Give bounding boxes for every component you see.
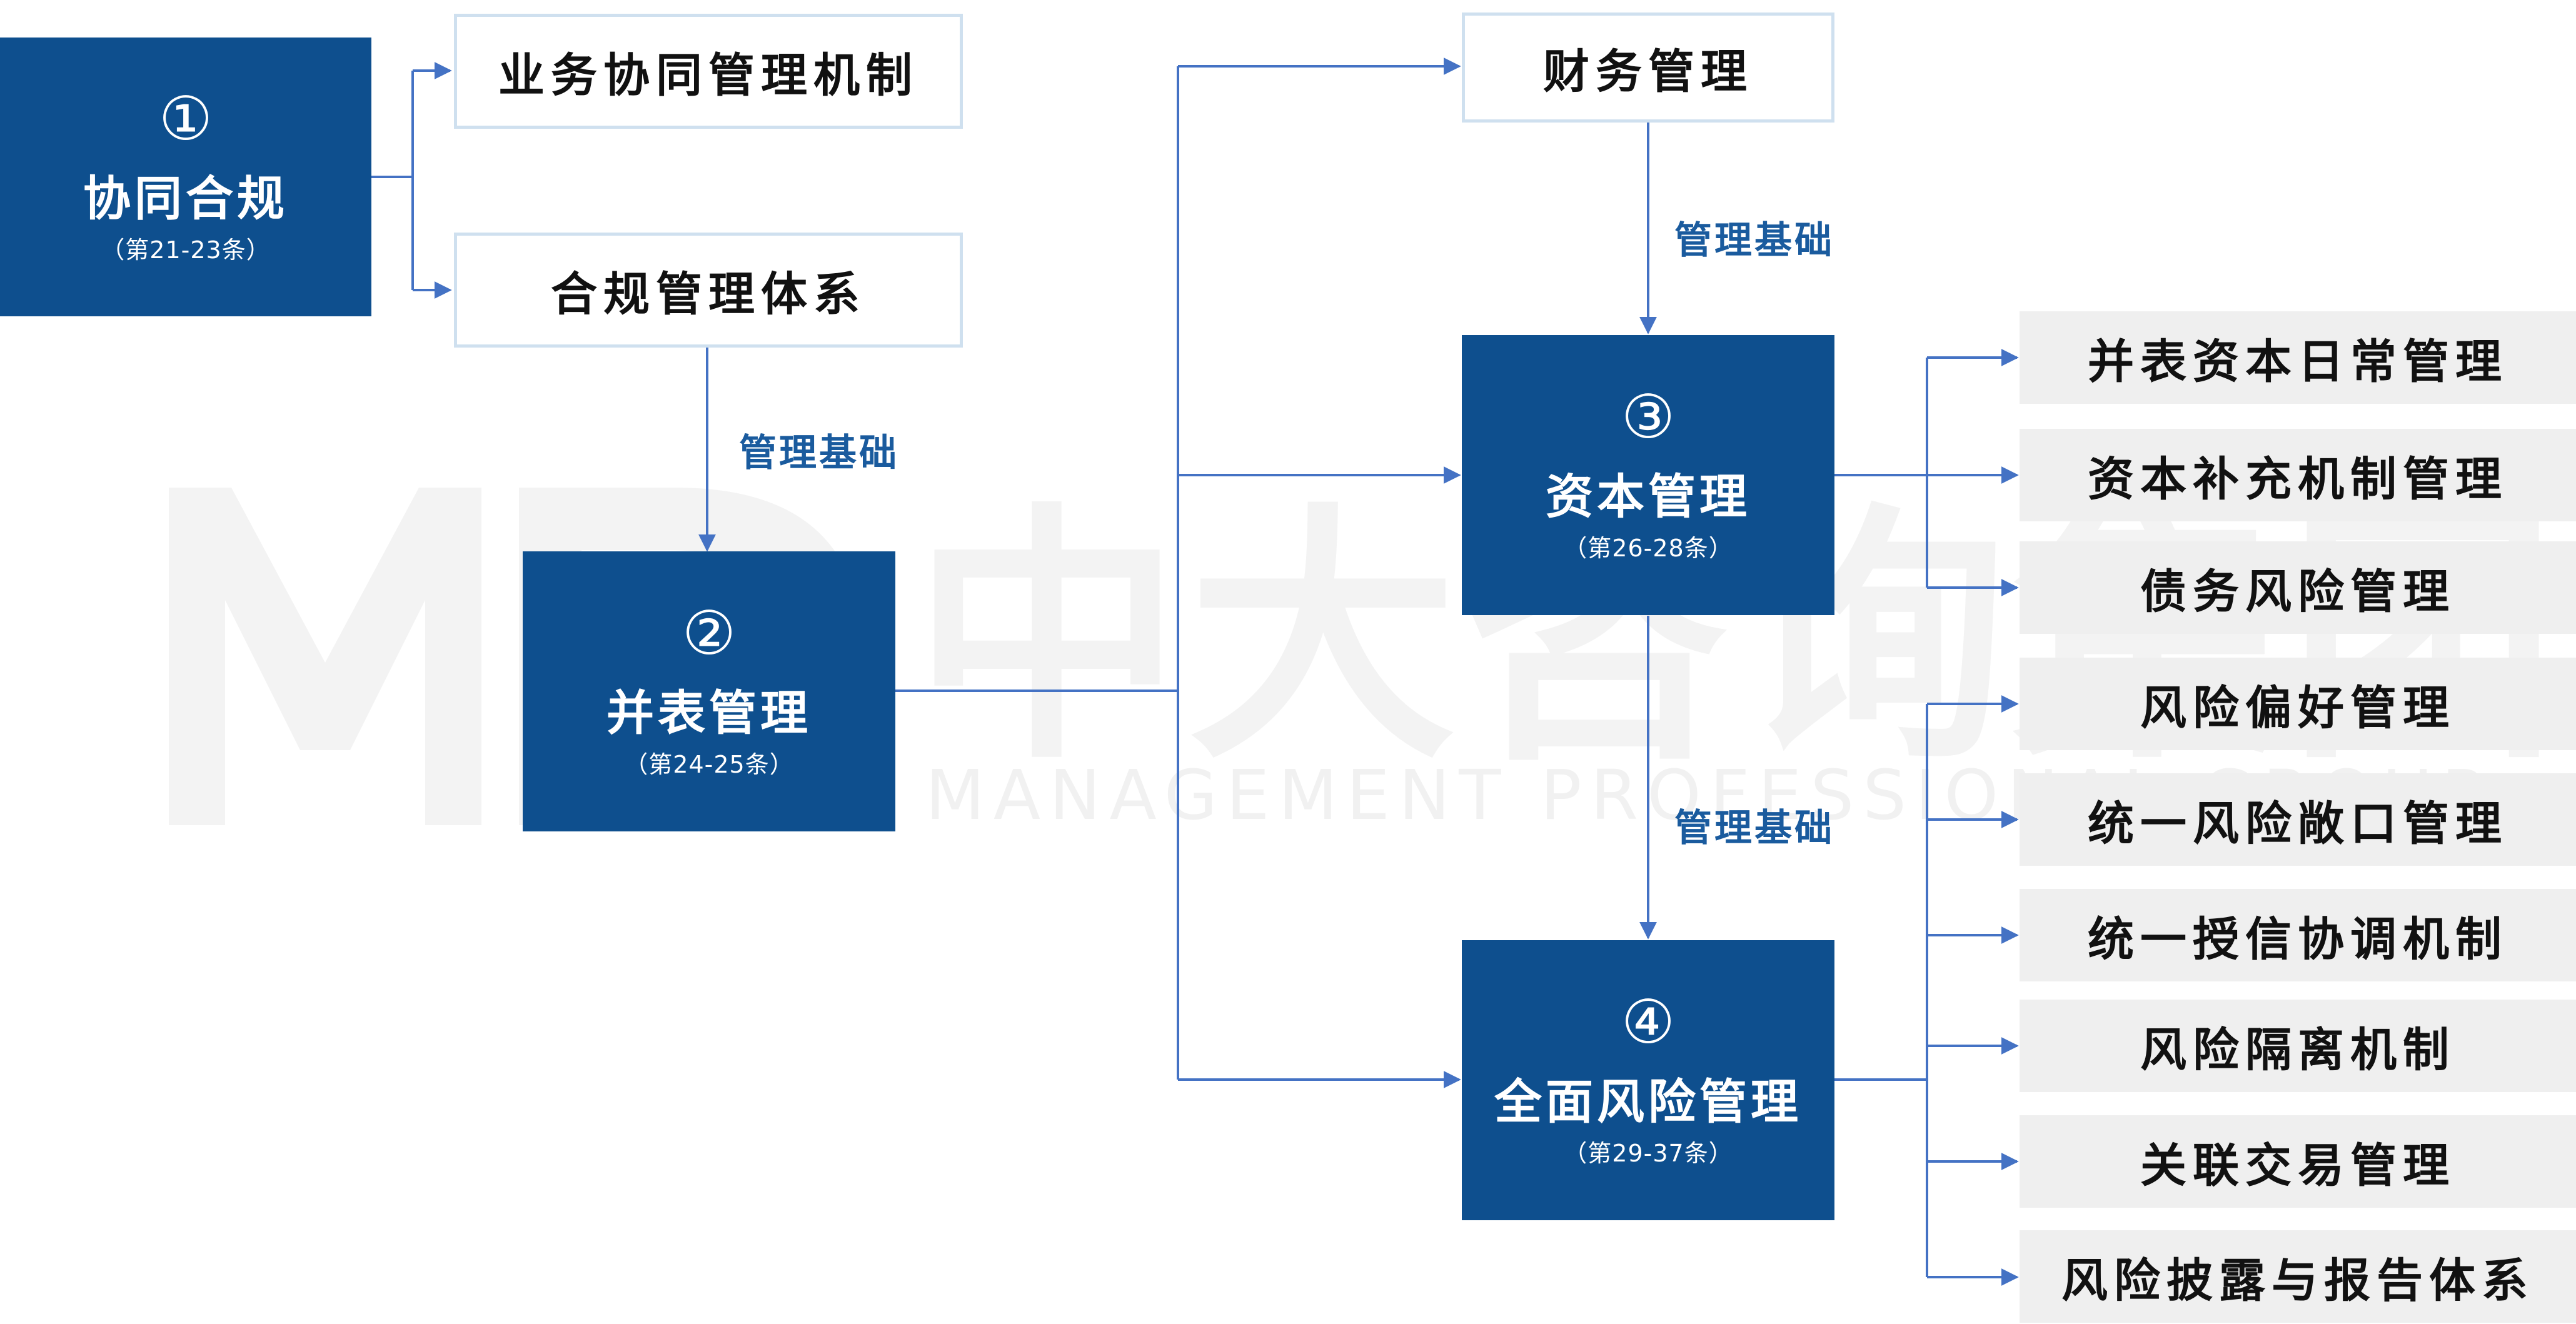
item-related-transactions-label: 关联交易管理 [2140, 1138, 2455, 1193]
item-risk-disclosure-label: 风险披露与报告体系 [2061, 1253, 2534, 1308]
link-label-finance-n3: 管理基础 [1674, 219, 1834, 263]
item-risk-exposure: 统一风险敞口管理 [2020, 773, 2576, 866]
item-business-collaboration-label: 业务协同管理机制 [498, 48, 918, 103]
item-risk-isolation: 风险隔离机制 [2020, 1000, 2576, 1092]
node-3-number: ③ [1621, 381, 1676, 452]
item-debt-risk: 债务风险管理 [2020, 541, 2576, 634]
item-capital-daily-label: 并表资本日常管理 [2088, 334, 2508, 389]
item-business-collaboration: 业务协同管理机制 [454, 14, 963, 129]
item-risk-appetite: 风险偏好管理 [2020, 658, 2576, 750]
item-credit-coordination: 统一授信协调机制 [2020, 889, 2576, 981]
node-collaborative-compliance: ① 协同合规 （第21-23条） [0, 38, 371, 316]
item-risk-isolation-label: 风险隔离机制 [2140, 1023, 2455, 1077]
node-capital-management: ③ 资本管理 （第26-28条） [1462, 335, 1834, 615]
node-2-articles: （第24-25条） [624, 751, 794, 779]
item-finance-management-label: 财务管理 [1543, 44, 1753, 99]
item-risk-appetite-label: 风险偏好管理 [2140, 681, 2455, 735]
node-consolidated-management: ② 并表管理 （第24-25条） [523, 551, 895, 831]
node-1-articles: （第21-23条） [101, 236, 271, 264]
node-1-number: ① [158, 83, 213, 154]
node-2-number: ② [682, 598, 737, 668]
item-risk-exposure-label: 统一风险敞口管理 [2088, 796, 2508, 851]
item-compliance-system: 合规管理体系 [454, 233, 963, 348]
node-4-articles: （第29-37条） [1563, 1140, 1733, 1168]
node-comprehensive-risk: ④ 全面风险管理 （第29-37条） [1462, 940, 1834, 1220]
item-risk-disclosure: 风险披露与报告体系 [2020, 1230, 2576, 1323]
connector-n3-bus [1834, 358, 1928, 588]
link-label-compliance-n2: 管理基础 [739, 431, 899, 475]
item-credit-coordination-label: 统一授信协调机制 [2088, 912, 2508, 966]
node-2-title: 并表管理 [606, 685, 812, 741]
connector-n4-bus [1834, 704, 1928, 1277]
node-3-articles: （第26-28条） [1563, 534, 1733, 563]
item-capital-daily: 并表资本日常管理 [2020, 311, 2576, 404]
node-3-title: 资本管理 [1546, 468, 1751, 524]
node-4-number: ④ [1621, 986, 1676, 1057]
item-capital-replenish: 资本补充机制管理 [2020, 429, 2576, 521]
node-1-title: 协同合规 [83, 170, 288, 226]
connector-n2-trunk [895, 66, 1179, 1080]
node-4-title: 全面风险管理 [1494, 1073, 1802, 1130]
item-compliance-system-label: 合规管理体系 [551, 267, 866, 321]
item-debt-risk-label: 债务风险管理 [2140, 564, 2455, 619]
item-finance-management: 财务管理 [1462, 13, 1834, 123]
connector-n1-branch [371, 71, 414, 178]
item-capital-replenish-label: 资本补充机制管理 [2088, 452, 2508, 506]
link-label-n3-n4: 管理基础 [1674, 806, 1834, 850]
item-related-transactions: 关联交易管理 [2020, 1115, 2576, 1208]
